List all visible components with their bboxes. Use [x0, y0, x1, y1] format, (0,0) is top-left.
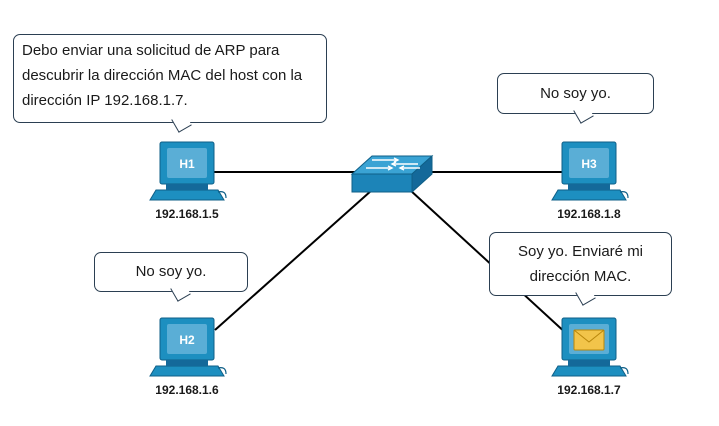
ip-label-h3: 192.168.1.8 — [557, 207, 621, 221]
computer-h1-icon: H1 — [149, 141, 227, 201]
ip-label-h1: 192.168.1.5 — [155, 207, 219, 221]
link-switch-h2 — [214, 189, 373, 331]
computer-h2-icon: H2 — [149, 317, 227, 377]
speech-bubble-h3: No soy yo. — [497, 73, 654, 124]
envelope-icon — [573, 329, 605, 351]
ip-label-target: 192.168.1.7 — [557, 383, 621, 397]
ip-label-h2: 192.168.1.6 — [155, 383, 219, 397]
speech-text-h2: No soy yo. — [135, 263, 207, 280]
host-label-h1: H1 — [179, 157, 195, 171]
computer-h3-icon: H3 — [551, 141, 629, 201]
speech-bubble-h1: Debo enviar una solicitud de ARP para de… — [13, 34, 327, 133]
speech-bubble-target: Soy yo. Enviaré mi dirección MAC. — [489, 232, 672, 306]
host-label-h2: H2 — [179, 333, 195, 347]
speech-text-h1: Debo enviar una solicitud de ARP para de… — [22, 42, 303, 109]
switch-icon — [350, 154, 434, 194]
speech-text-target: Soy yo. Enviaré mi dirección MAC. — [517, 243, 644, 285]
speech-bubble-h2: No soy yo. — [94, 252, 248, 302]
speech-text-h3: No soy yo. — [540, 85, 611, 102]
computer-target-icon — [551, 317, 629, 377]
host-label-h3: H3 — [581, 157, 597, 171]
